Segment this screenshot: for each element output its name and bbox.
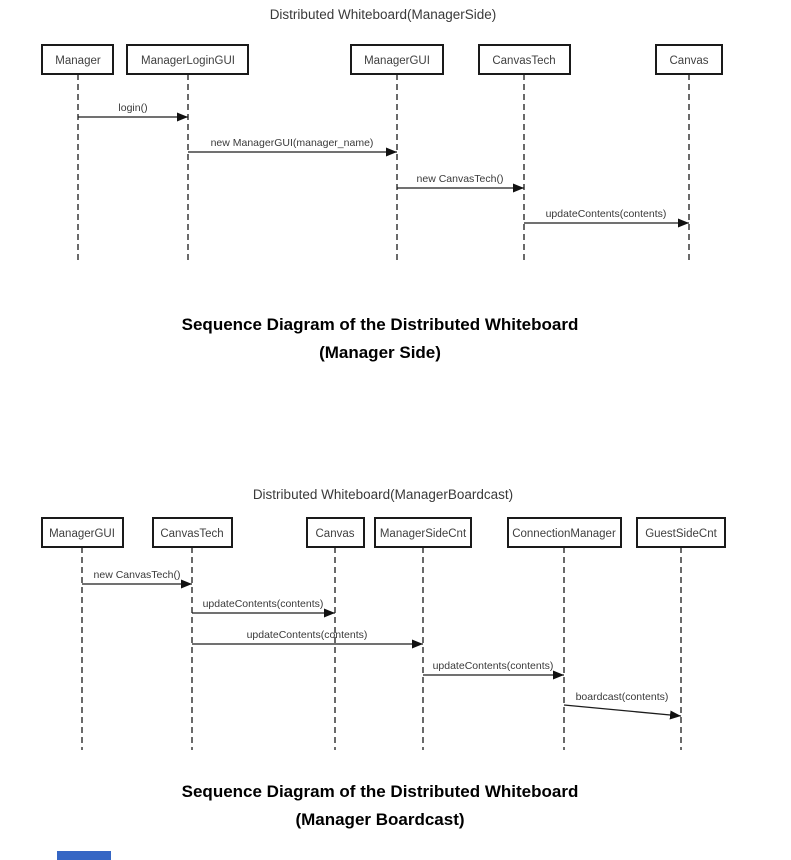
actor-label: ManagerLoginGUI — [141, 55, 235, 67]
actor-manager: Manager — [41, 44, 114, 75]
diagram2-caption-line2: (Manager Boardcast) — [295, 810, 464, 829]
message-label: updateContents(contents) — [203, 598, 324, 610]
message-new-canvastech: new CanvasTech() — [82, 569, 192, 589]
message-updatecontents-managersidecnt: updateContents(contents) — [192, 629, 423, 649]
actor-label: ManagerGUI — [364, 55, 430, 67]
actor-box — [152, 517, 233, 548]
message-label: boardcast(contents) — [576, 691, 669, 703]
message-new-canvastech: new CanvasTech() — [397, 173, 524, 193]
message-label: new CanvasTech() — [94, 569, 181, 581]
actor-box — [478, 44, 571, 75]
actor-box — [655, 44, 723, 75]
actor-label: ManagerGUI — [49, 528, 115, 540]
actor-canvas: Canvas — [306, 517, 365, 548]
actor-label: ManagerSideCnt — [380, 528, 467, 540]
actor-label: CanvasTech — [492, 55, 555, 67]
bottom-accent-bar — [57, 851, 111, 860]
diagram1-title: Distributed Whiteboard(ManagerSide) — [270, 7, 497, 22]
actor-box — [507, 517, 622, 548]
actor-managergui: ManagerGUI — [41, 517, 124, 548]
diagram1-caption-line2: (Manager Side) — [319, 343, 441, 362]
actor-box — [374, 517, 472, 548]
actor-label: Canvas — [316, 528, 355, 540]
diagram2-caption-line1: Sequence Diagram of the Distributed Whit… — [182, 782, 579, 801]
diagram1-caption-line1: Sequence Diagram of the Distributed Whit… — [182, 315, 579, 334]
actor-managergui: ManagerGUI — [350, 44, 444, 75]
message-label: new ManagerGUI(manager_name) — [211, 137, 374, 149]
actor-box — [41, 517, 124, 548]
actor-connectionmanager: ConnectionManager — [507, 517, 622, 548]
sequence-diagram-manager-boardcast: Distributed Whiteboard(ManagerBoardcast)… — [41, 487, 726, 829]
actor-managerlogingui: ManagerLoginGUI — [126, 44, 249, 75]
actor-label: Canvas — [670, 55, 709, 67]
message-label: updateContents(contents) — [433, 660, 554, 672]
message-login: login() — [78, 102, 188, 122]
actor-box — [126, 44, 249, 75]
actor-box — [306, 517, 365, 548]
message-label: updateContents(contents) — [546, 208, 667, 220]
actor-label: Manager — [55, 55, 101, 67]
actor-label: ConnectionManager — [512, 528, 616, 540]
message-updatecontents: updateContents(contents) — [524, 208, 689, 228]
message-boardcast: boardcast(contents) — [563, 691, 682, 720]
sequence-diagram-manager-side: Distributed Whiteboard(ManagerSide) Mana… — [41, 7, 723, 362]
actor-canvas: Canvas — [655, 44, 723, 75]
actor-label: CanvasTech — [160, 528, 223, 540]
actor-managersidecnt: ManagerSideCnt — [374, 517, 472, 548]
actor-canvastech: CanvasTech — [152, 517, 233, 548]
actor-box — [41, 44, 114, 75]
message-updatecontents-connectionmanager: updateContents(contents) — [423, 660, 564, 680]
actor-guestsidecnt: GuestSideCnt — [636, 517, 726, 548]
actor-box — [350, 44, 444, 75]
message-new-managergui: new ManagerGUI(manager_name) — [188, 137, 397, 157]
actor-label: GuestSideCnt — [645, 528, 717, 540]
message-label: updateContents(contents) — [247, 629, 368, 641]
message-arrow — [563, 704, 682, 720]
message-updatecontents-canvas: updateContents(contents) — [192, 598, 335, 618]
actor-box — [636, 517, 726, 548]
message-label: new CanvasTech() — [417, 173, 504, 185]
actor-canvastech: CanvasTech — [478, 44, 571, 75]
diagram2-title: Distributed Whiteboard(ManagerBoardcast) — [253, 487, 513, 502]
message-label: login() — [118, 102, 147, 114]
